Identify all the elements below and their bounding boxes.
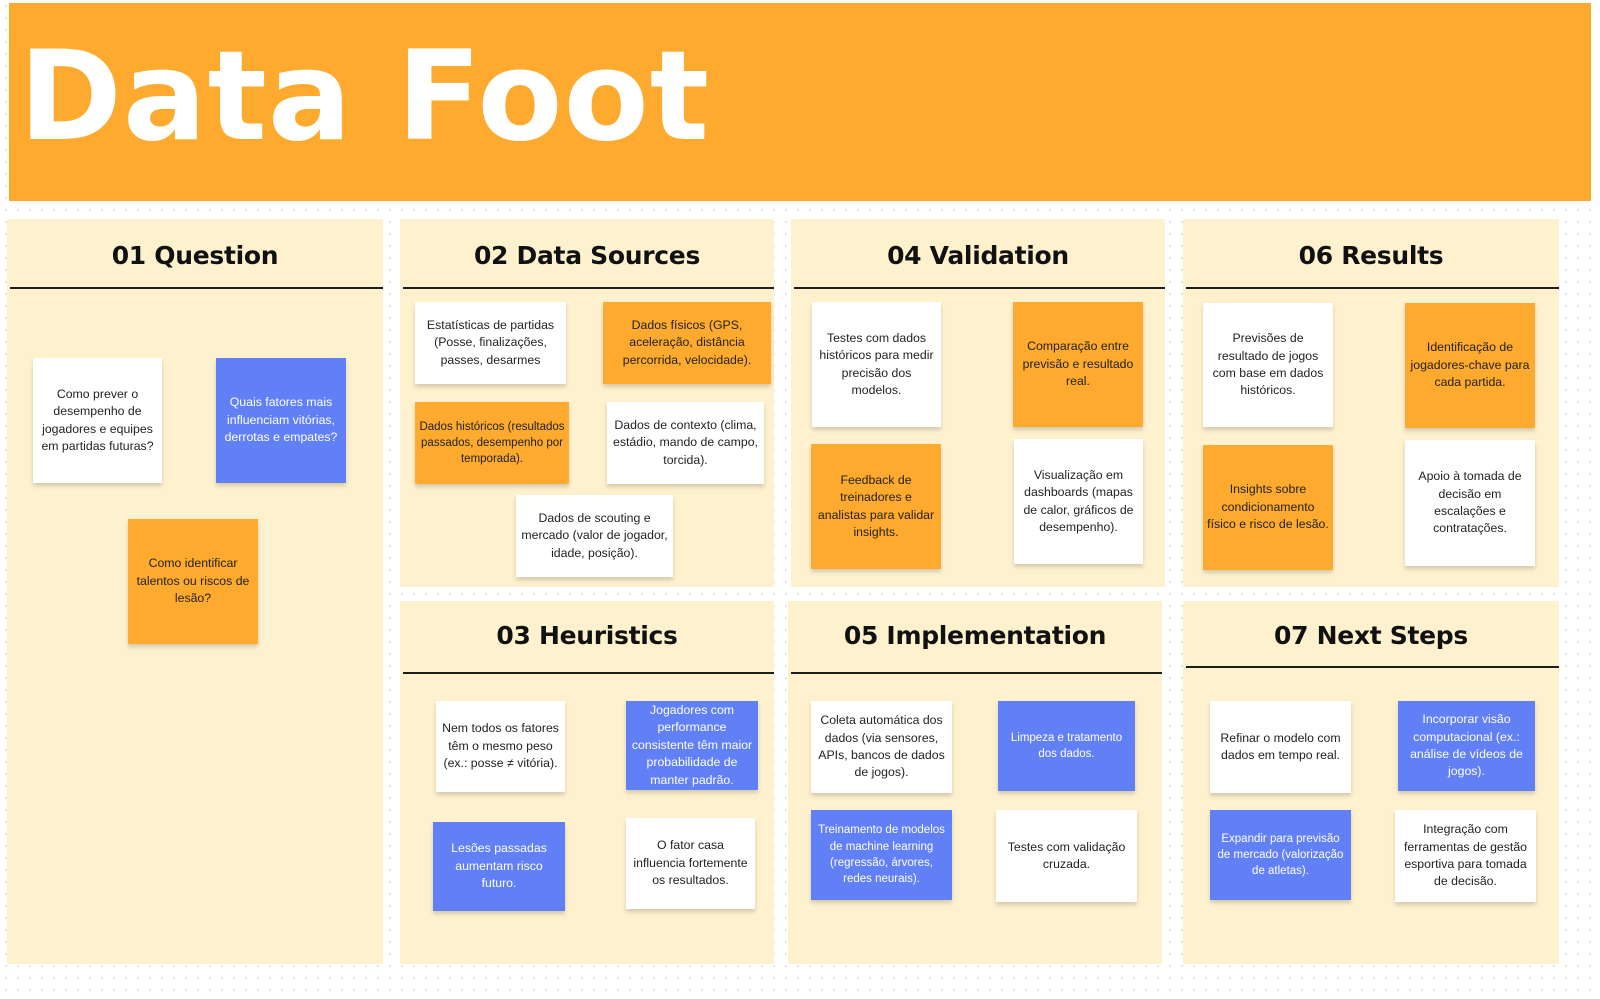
sticky-note[interactable]: Apoio à tomada de decisão em escalações … bbox=[1405, 440, 1535, 566]
sticky-note[interactable]: Testes com dados históricos para medir p… bbox=[812, 302, 941, 427]
sticky-note[interactable]: Limpeza e tratamento dos dados. bbox=[998, 701, 1135, 791]
sticky-note[interactable]: Coleta automática dos dados (via sensore… bbox=[811, 701, 952, 793]
sticky-note[interactable]: Quais fatores mais influenciam vitórias,… bbox=[216, 358, 346, 483]
sticky-note[interactable]: Como identificar talentos ou riscos de l… bbox=[128, 519, 258, 644]
sticky-note[interactable]: Testes com validação cruzada. bbox=[996, 810, 1137, 902]
panel-data-sources: 02 Data Sources Estatísticas de partidas… bbox=[400, 219, 774, 587]
panel-validation: 04 Validation Testes com dados histórico… bbox=[791, 219, 1165, 587]
panel-next-steps: 07 Next Steps Refinar o modelo com dados… bbox=[1183, 601, 1559, 964]
sticky-note[interactable]: Dados de contexto (clima, estádio, mando… bbox=[607, 402, 764, 484]
panel-question: 01 Question Como prever o desempenho de … bbox=[7, 219, 383, 964]
sticky-note[interactable]: Dados de scouting e mercado (valor de jo… bbox=[516, 495, 673, 577]
sticky-note[interactable]: Incorporar visão computacional (ex.: aná… bbox=[1398, 701, 1535, 791]
panel-implementation: 05 Implementation Coleta automática dos … bbox=[788, 601, 1162, 964]
sticky-note[interactable]: Expandir para previsão de mercado (valor… bbox=[1210, 810, 1351, 900]
sticky-note[interactable]: Treinamento de modelos de machine learni… bbox=[811, 810, 952, 900]
sticky-note[interactable]: Refinar o modelo com dados em tempo real… bbox=[1210, 701, 1351, 793]
sticky-note[interactable]: Comparação entre previsão e resultado re… bbox=[1013, 302, 1143, 427]
sticky-note[interactable]: Dados históricos (resultados passados, d… bbox=[415, 402, 569, 484]
panel-divider bbox=[403, 672, 774, 674]
panel-divider bbox=[1186, 666, 1559, 668]
panel-title-data-sources: 02 Data Sources bbox=[473, 241, 701, 270]
panel-divider bbox=[10, 287, 383, 289]
sticky-note[interactable]: Lesões passadas aumentam risco futuro. bbox=[433, 822, 565, 911]
panel-divider bbox=[403, 287, 774, 289]
sticky-note[interactable]: Estatísticas de partidas (Posse, finaliz… bbox=[415, 302, 566, 384]
panel-divider bbox=[791, 672, 1162, 674]
panel-results: 06 Results Previsões de resultado de jog… bbox=[1183, 219, 1559, 587]
panel-title-implementation: 05 Implementation bbox=[843, 621, 1107, 650]
panel-title-results: 06 Results bbox=[1298, 241, 1444, 270]
sticky-note[interactable]: Identificação de jogadores-chave para ca… bbox=[1405, 303, 1535, 428]
panel-divider bbox=[794, 287, 1165, 289]
sticky-note[interactable]: O fator casa influencia fortemente os re… bbox=[626, 818, 755, 909]
board-title: Data Foot bbox=[19, 25, 711, 169]
panel-heuristics: 03 Heuristics Nem todos os fatores têm o… bbox=[400, 601, 774, 964]
sticky-note[interactable]: Insights sobre condicionamento físico e … bbox=[1203, 445, 1333, 570]
panel-title-question: 01 Question bbox=[111, 241, 279, 270]
sticky-note[interactable]: Nem todos os fatores têm o mesmo peso (e… bbox=[436, 701, 565, 792]
sticky-note[interactable]: Visualização em dashboards (mapas de cal… bbox=[1014, 439, 1143, 564]
panel-divider bbox=[1186, 287, 1559, 289]
sticky-note[interactable]: Como prever o desempenho de jogadores e … bbox=[33, 358, 162, 483]
sticky-note[interactable]: Integração com ferramentas de gestão esp… bbox=[1395, 810, 1536, 902]
sticky-note[interactable]: Previsões de resultado de jogos com base… bbox=[1203, 303, 1333, 427]
sticky-note[interactable]: Jogadores com performance consistente tê… bbox=[626, 701, 758, 790]
panel-title-validation: 04 Validation bbox=[887, 241, 1069, 270]
sticky-note[interactable]: Dados físicos (GPS, aceleração, distânci… bbox=[603, 302, 771, 384]
sticky-note[interactable]: Feedback de treinadores e analistas para… bbox=[811, 444, 941, 569]
header-banner: Data Foot bbox=[9, 3, 1591, 201]
panel-title-next-steps: 07 Next Steps bbox=[1274, 621, 1468, 650]
panel-title-heuristics: 03 Heuristics bbox=[496, 621, 678, 650]
